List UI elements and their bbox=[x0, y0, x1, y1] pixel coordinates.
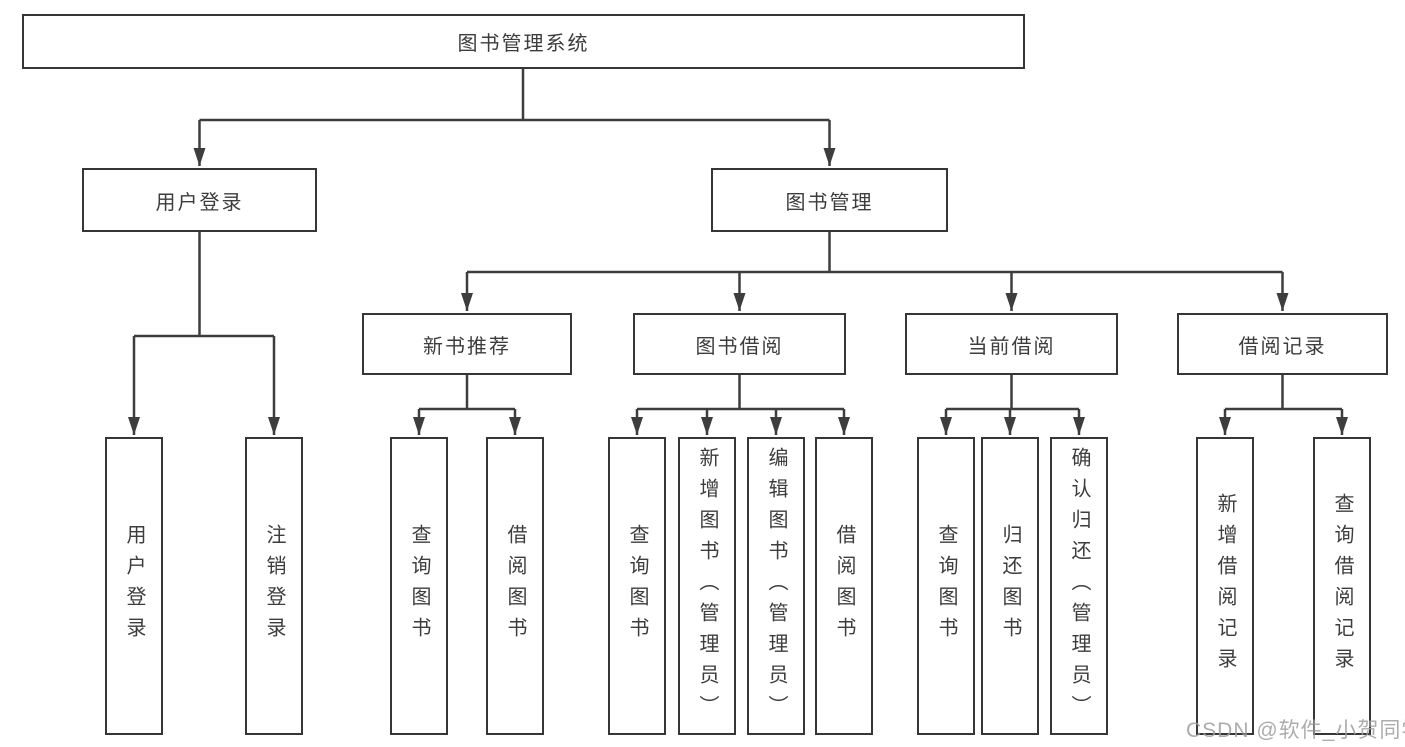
leaf-edit-books-admin: 编辑图书（管理员） bbox=[747, 437, 805, 735]
node-current-borrowing: 当前借阅 bbox=[905, 313, 1118, 375]
leaf-borrow-books: 借阅图书 bbox=[815, 437, 873, 735]
leaf-add-borrow-record: 新增借阅记录 bbox=[1196, 437, 1254, 735]
node-borrowing-records: 借阅记录 bbox=[1177, 313, 1388, 375]
leaf-query-books-borrowing: 查询图书 bbox=[608, 437, 666, 735]
leaf-return-books: 归还图书 bbox=[981, 437, 1039, 735]
leaf-query-books-current: 查询图书 bbox=[917, 437, 975, 735]
node-book-borrowing: 图书借阅 bbox=[633, 313, 846, 375]
leaf-user-login: 用户登录 bbox=[105, 437, 163, 735]
leaf-logout: 注销登录 bbox=[245, 437, 303, 735]
leaf-query-borrow-record: 查询借阅记录 bbox=[1313, 437, 1371, 735]
leaf-borrow-books-recommend: 借阅图书 bbox=[486, 437, 544, 735]
node-user-login: 用户登录 bbox=[82, 168, 317, 232]
leaf-confirm-return-admin: 确认归还（管理员） bbox=[1050, 437, 1108, 735]
node-new-book-recommendation: 新书推荐 bbox=[362, 313, 572, 375]
node-library-management-system: 图书管理系统 bbox=[22, 14, 1025, 69]
leaf-add-books-admin: 新增图书（管理员） bbox=[678, 437, 736, 735]
csdn-watermark: CSDN @软件_小贺同学 bbox=[1186, 719, 1405, 742]
leaf-query-books-recommend: 查询图书 bbox=[390, 437, 448, 735]
node-book-management: 图书管理 bbox=[711, 168, 948, 232]
